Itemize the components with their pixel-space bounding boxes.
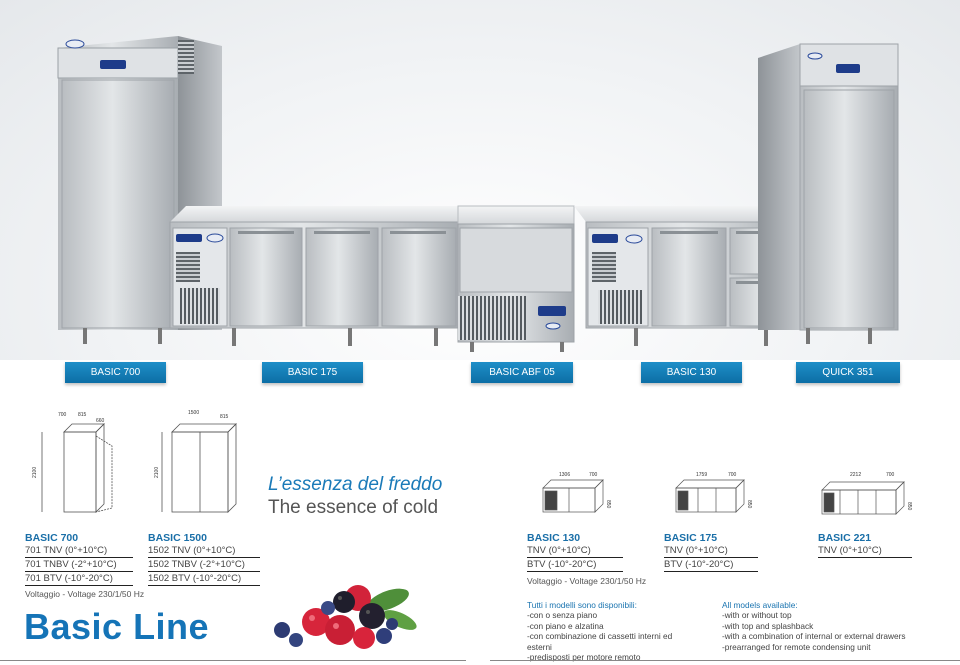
model-title: BASIC 700 xyxy=(25,532,79,544)
drawing-basic-1500: 1500 815 2100 xyxy=(154,410,237,513)
dim-height: 850 xyxy=(746,500,752,509)
note-line: -predisposti per motore remoto xyxy=(527,652,641,662)
dim-depth: 815 xyxy=(78,412,87,418)
spec-line: 1502 TNBV (-2°+10°C) xyxy=(148,558,260,572)
spec-basic-130: BASIC 130 TNV (0°+10°C) BTV (-10°-20°C) xyxy=(527,532,623,572)
bottom-divider-left xyxy=(0,660,466,661)
note-line: -with top and splashback xyxy=(722,620,814,631)
spec-line: 701 BTV (-10°-20°C) xyxy=(25,572,133,586)
note-line: -with or without top xyxy=(722,610,792,620)
brand-title: Basic Line xyxy=(24,606,210,647)
tab-label: BASIC 130 xyxy=(666,367,717,378)
spec-line: 1502 TNV (0°+10°C) xyxy=(148,544,260,558)
tab-label: BASIC 175 xyxy=(287,367,338,378)
spec-line: TNV (0°+10°C) xyxy=(818,544,912,558)
note-line: -with a combination of internal or exter… xyxy=(722,631,906,641)
drawing-basic-130: 1306 700 850 xyxy=(542,472,611,513)
notes-italian: Tutti i modelli sono disponibili: -con o… xyxy=(527,600,697,663)
slogan-english: The essence of cold xyxy=(268,497,439,518)
notes-title: Tutti i modelli sono disponibili: xyxy=(527,600,637,610)
drawing-basic-221: 2212 700 850 xyxy=(821,472,912,515)
spec-line: TNV (0°+10°C) xyxy=(664,544,758,558)
drawing-basic-700: 700 815 660 2100 xyxy=(32,412,113,513)
dim-width: 2212 xyxy=(850,472,861,478)
product-hero xyxy=(0,0,960,360)
spec-basic-175: BASIC 175 TNV (0°+10°C) BTV (-10°-20°C) xyxy=(664,532,758,572)
tab-basic-700[interactable]: BASIC 700 xyxy=(65,362,166,383)
dim-width: 1500 xyxy=(188,410,199,416)
model-title: BASIC 130 xyxy=(527,532,581,544)
tab-label: BASIC 700 xyxy=(90,367,141,378)
model-title: BASIC 1500 xyxy=(148,532,207,544)
dim-height: 2100 xyxy=(154,467,160,478)
notes-title: All models available: xyxy=(722,600,798,610)
note-line: -con combinazione di cassetti interni ed… xyxy=(527,631,673,652)
note-line: -con piano e alzatina xyxy=(527,620,604,631)
slogan-italian: L’essenza del freddo xyxy=(268,474,443,495)
spec-basic-221: BASIC 221 TNV (0°+10°C) xyxy=(818,532,912,558)
dim-depth: 700 xyxy=(589,472,598,478)
tab-basic-abf-05[interactable]: BASIC ABF 05 xyxy=(471,362,573,383)
bottom-divider-right xyxy=(490,660,960,661)
spec-line: BTV (-10°-20°C) xyxy=(527,558,623,572)
drawing-basic-175: 1759 700 850 xyxy=(675,472,752,513)
dim-width: 1306 xyxy=(559,472,570,478)
tab-quick-351[interactable]: QUICK 351 xyxy=(796,362,900,383)
spec-line: 701 TNBV (-2°+10°C) xyxy=(25,558,133,572)
dim-extra: 660 xyxy=(96,418,105,424)
tab-label: BASIC ABF 05 xyxy=(489,367,555,378)
dim-depth: 700 xyxy=(728,472,737,478)
tab-basic-130[interactable]: BASIC 130 xyxy=(641,362,742,383)
tab-basic-175[interactable]: BASIC 175 xyxy=(262,362,363,383)
dim-height: 850 xyxy=(605,500,611,509)
notes-english: All models available: -with or without t… xyxy=(722,600,912,652)
note-line: -prearranged for remote condensing unit xyxy=(722,641,871,652)
spec-basic-700: BASIC 700 701 TNV (0°+10°C) 701 TNBV (-2… xyxy=(25,532,133,586)
voltage-left: Voltaggio - Voltage 230/1/50 Hz xyxy=(25,589,145,599)
refrigeration-units-illustration xyxy=(57,36,899,352)
dim-width: 1759 xyxy=(696,472,707,478)
spec-line: 1502 BTV (-10°-20°C) xyxy=(148,572,260,586)
spec-line: BTV (-10°-20°C) xyxy=(664,558,758,572)
model-title: BASIC 221 xyxy=(818,532,872,544)
voltage-right: Voltaggio - Voltage 230/1/50 Hz xyxy=(527,576,647,586)
dim-height: 2100 xyxy=(32,467,38,478)
model-title: BASIC 175 xyxy=(664,532,718,544)
spec-line: 701 TNV (0°+10°C) xyxy=(25,544,133,558)
berries-image xyxy=(274,585,417,649)
spec-line: TNV (0°+10°C) xyxy=(527,544,623,558)
dim-depth: 815 xyxy=(220,414,229,420)
note-line: -con o senza piano xyxy=(527,610,598,620)
dim-height: 850 xyxy=(906,502,912,511)
dim-depth: 700 xyxy=(886,472,895,478)
tab-label: QUICK 351 xyxy=(822,367,874,378)
dim-width: 700 xyxy=(58,412,67,418)
spec-basic-1500: BASIC 1500 1502 TNV (0°+10°C) 1502 TNBV … xyxy=(148,532,260,586)
